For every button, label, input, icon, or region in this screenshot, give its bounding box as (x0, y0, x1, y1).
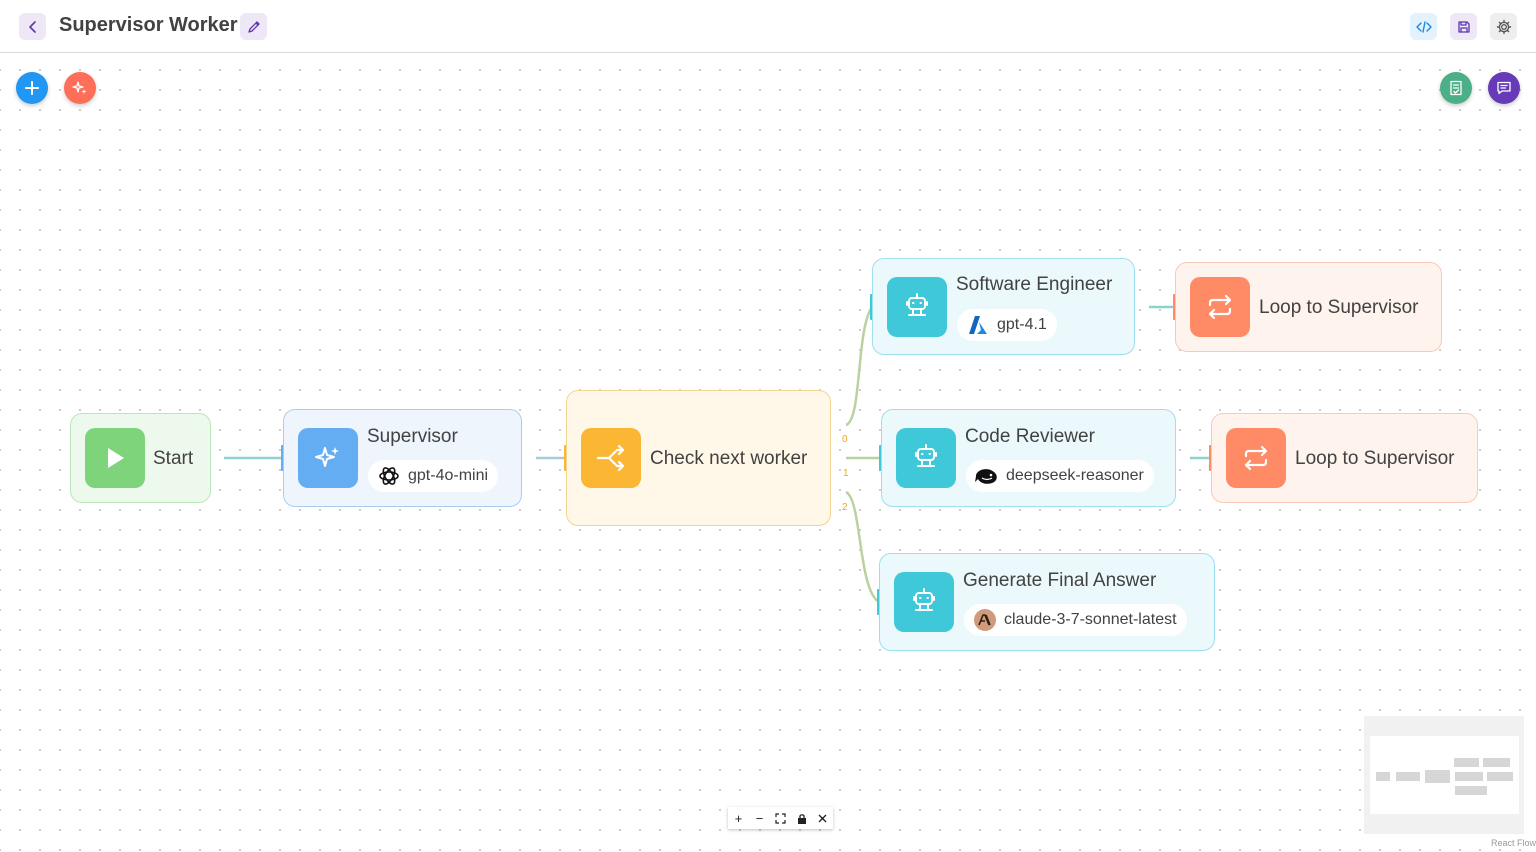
chat-button[interactable] (1488, 72, 1520, 104)
node-supervisor-label: Supervisor (367, 426, 458, 447)
minimap-node (1455, 786, 1487, 795)
pencil-icon (247, 20, 260, 33)
agent-node-icon (887, 277, 947, 337)
attribution-link[interactable]: React Flow (1491, 838, 1536, 848)
start-node-icon (85, 428, 145, 488)
auto-layout-button[interactable] (812, 807, 833, 829)
node-loop-to-supervisor-1[interactable]: Loop to Supervisor (1175, 262, 1442, 352)
chat-icon (1497, 81, 1511, 95)
node-loop2-label: Loop to Supervisor (1295, 448, 1455, 469)
page-title: Supervisor Worker (59, 14, 238, 36)
play-icon (108, 448, 124, 468)
robot-icon (906, 293, 928, 316)
settings-button[interactable] (1490, 13, 1517, 40)
anthropic-icon (972, 607, 998, 633)
zoom-out-button[interactable]: − (755, 810, 764, 826)
model-name: deepseek-reasoner (1006, 467, 1144, 484)
generate-flow-button[interactable] (64, 72, 96, 104)
robot-icon (915, 444, 937, 467)
minimap-node (1487, 772, 1513, 781)
node-loop-to-supervisor-2[interactable]: Loop to Supervisor (1211, 413, 1478, 503)
lock-icon (797, 813, 806, 824)
node-loop1-label: Loop to Supervisor (1259, 297, 1419, 318)
model-name: gpt-4o-mini (408, 467, 489, 484)
lock-button[interactable] (791, 807, 812, 829)
loop-node-icon (1190, 277, 1250, 337)
chevron-left-icon (28, 20, 36, 33)
edit-title-button[interactable] (240, 13, 267, 40)
llm-node-icon (298, 428, 358, 488)
model-chip: claude-3-7-sonnet-latest (964, 604, 1187, 636)
validate-flow-button[interactable] (1440, 72, 1472, 104)
gear-icon (1496, 19, 1511, 34)
repeat-icon (1208, 294, 1232, 320)
split-icon (596, 444, 625, 472)
model-name: claude-3-7-sonnet-latest (1004, 611, 1177, 628)
back-button[interactable] (19, 13, 46, 40)
minimap-node (1396, 772, 1420, 781)
repeat-icon (1244, 445, 1268, 471)
header-bar: Supervisor Worker (0, 0, 1536, 53)
model-chip: deepseek-reasoner (966, 460, 1154, 492)
fullscreen-icon (775, 812, 786, 824)
node-engineer-label: Software Engineer (956, 274, 1113, 295)
model-chip: gpt-4.1 (957, 309, 1057, 341)
minimap-node (1454, 758, 1479, 767)
model-name: gpt-4.1 (997, 316, 1047, 333)
minimap-node (1483, 758, 1510, 767)
openai-icon (376, 463, 402, 489)
view-code-button[interactable] (1410, 13, 1437, 40)
model-chip: gpt-4o-mini (368, 460, 499, 492)
checklist-icon (1450, 80, 1462, 96)
sparkles-icon (315, 447, 339, 467)
add-node-button[interactable] (16, 72, 48, 104)
node-start-label: Start (153, 448, 194, 469)
node-generate-final-answer[interactable]: Generate Final Answer claude-3-7-sonnet-… (879, 553, 1215, 651)
condition-node-icon (581, 428, 641, 488)
sparkles-icon (72, 81, 87, 94)
save-icon (1457, 20, 1470, 33)
node-code-reviewer[interactable]: Code Reviewer deepseek-reasoner (881, 409, 1176, 507)
plus-icon (25, 81, 39, 95)
minimap-node (1425, 770, 1450, 783)
layout-icon (818, 814, 827, 822)
loop-node-icon (1226, 428, 1286, 488)
node-final-label: Generate Final Answer (963, 570, 1157, 591)
fit-view-button[interactable] (770, 807, 791, 829)
deepseek-whale-icon (974, 463, 1000, 489)
zoom-in-button[interactable]: + (734, 810, 743, 826)
agent-node-icon (894, 572, 954, 632)
node-software-engineer[interactable]: Software Engineer gpt-4.1 (872, 258, 1135, 355)
save-button[interactable] (1450, 13, 1477, 40)
robot-icon (913, 588, 935, 611)
node-start[interactable]: Start (70, 413, 211, 503)
flow-controls: + − (728, 807, 833, 829)
minimap[interactable] (1364, 716, 1524, 834)
minimap-node (1455, 772, 1483, 781)
minimap-node (1376, 772, 1390, 781)
code-icon (1415, 20, 1432, 33)
node-check-next-worker[interactable]: Check next worker (566, 390, 831, 526)
node-reviewer-label: Code Reviewer (965, 426, 1095, 447)
node-supervisor[interactable]: Supervisor gpt-4o-mini (283, 409, 522, 507)
node-condition-label: Check next worker (650, 448, 808, 469)
agent-node-icon (896, 428, 956, 488)
azure-icon (965, 312, 991, 338)
